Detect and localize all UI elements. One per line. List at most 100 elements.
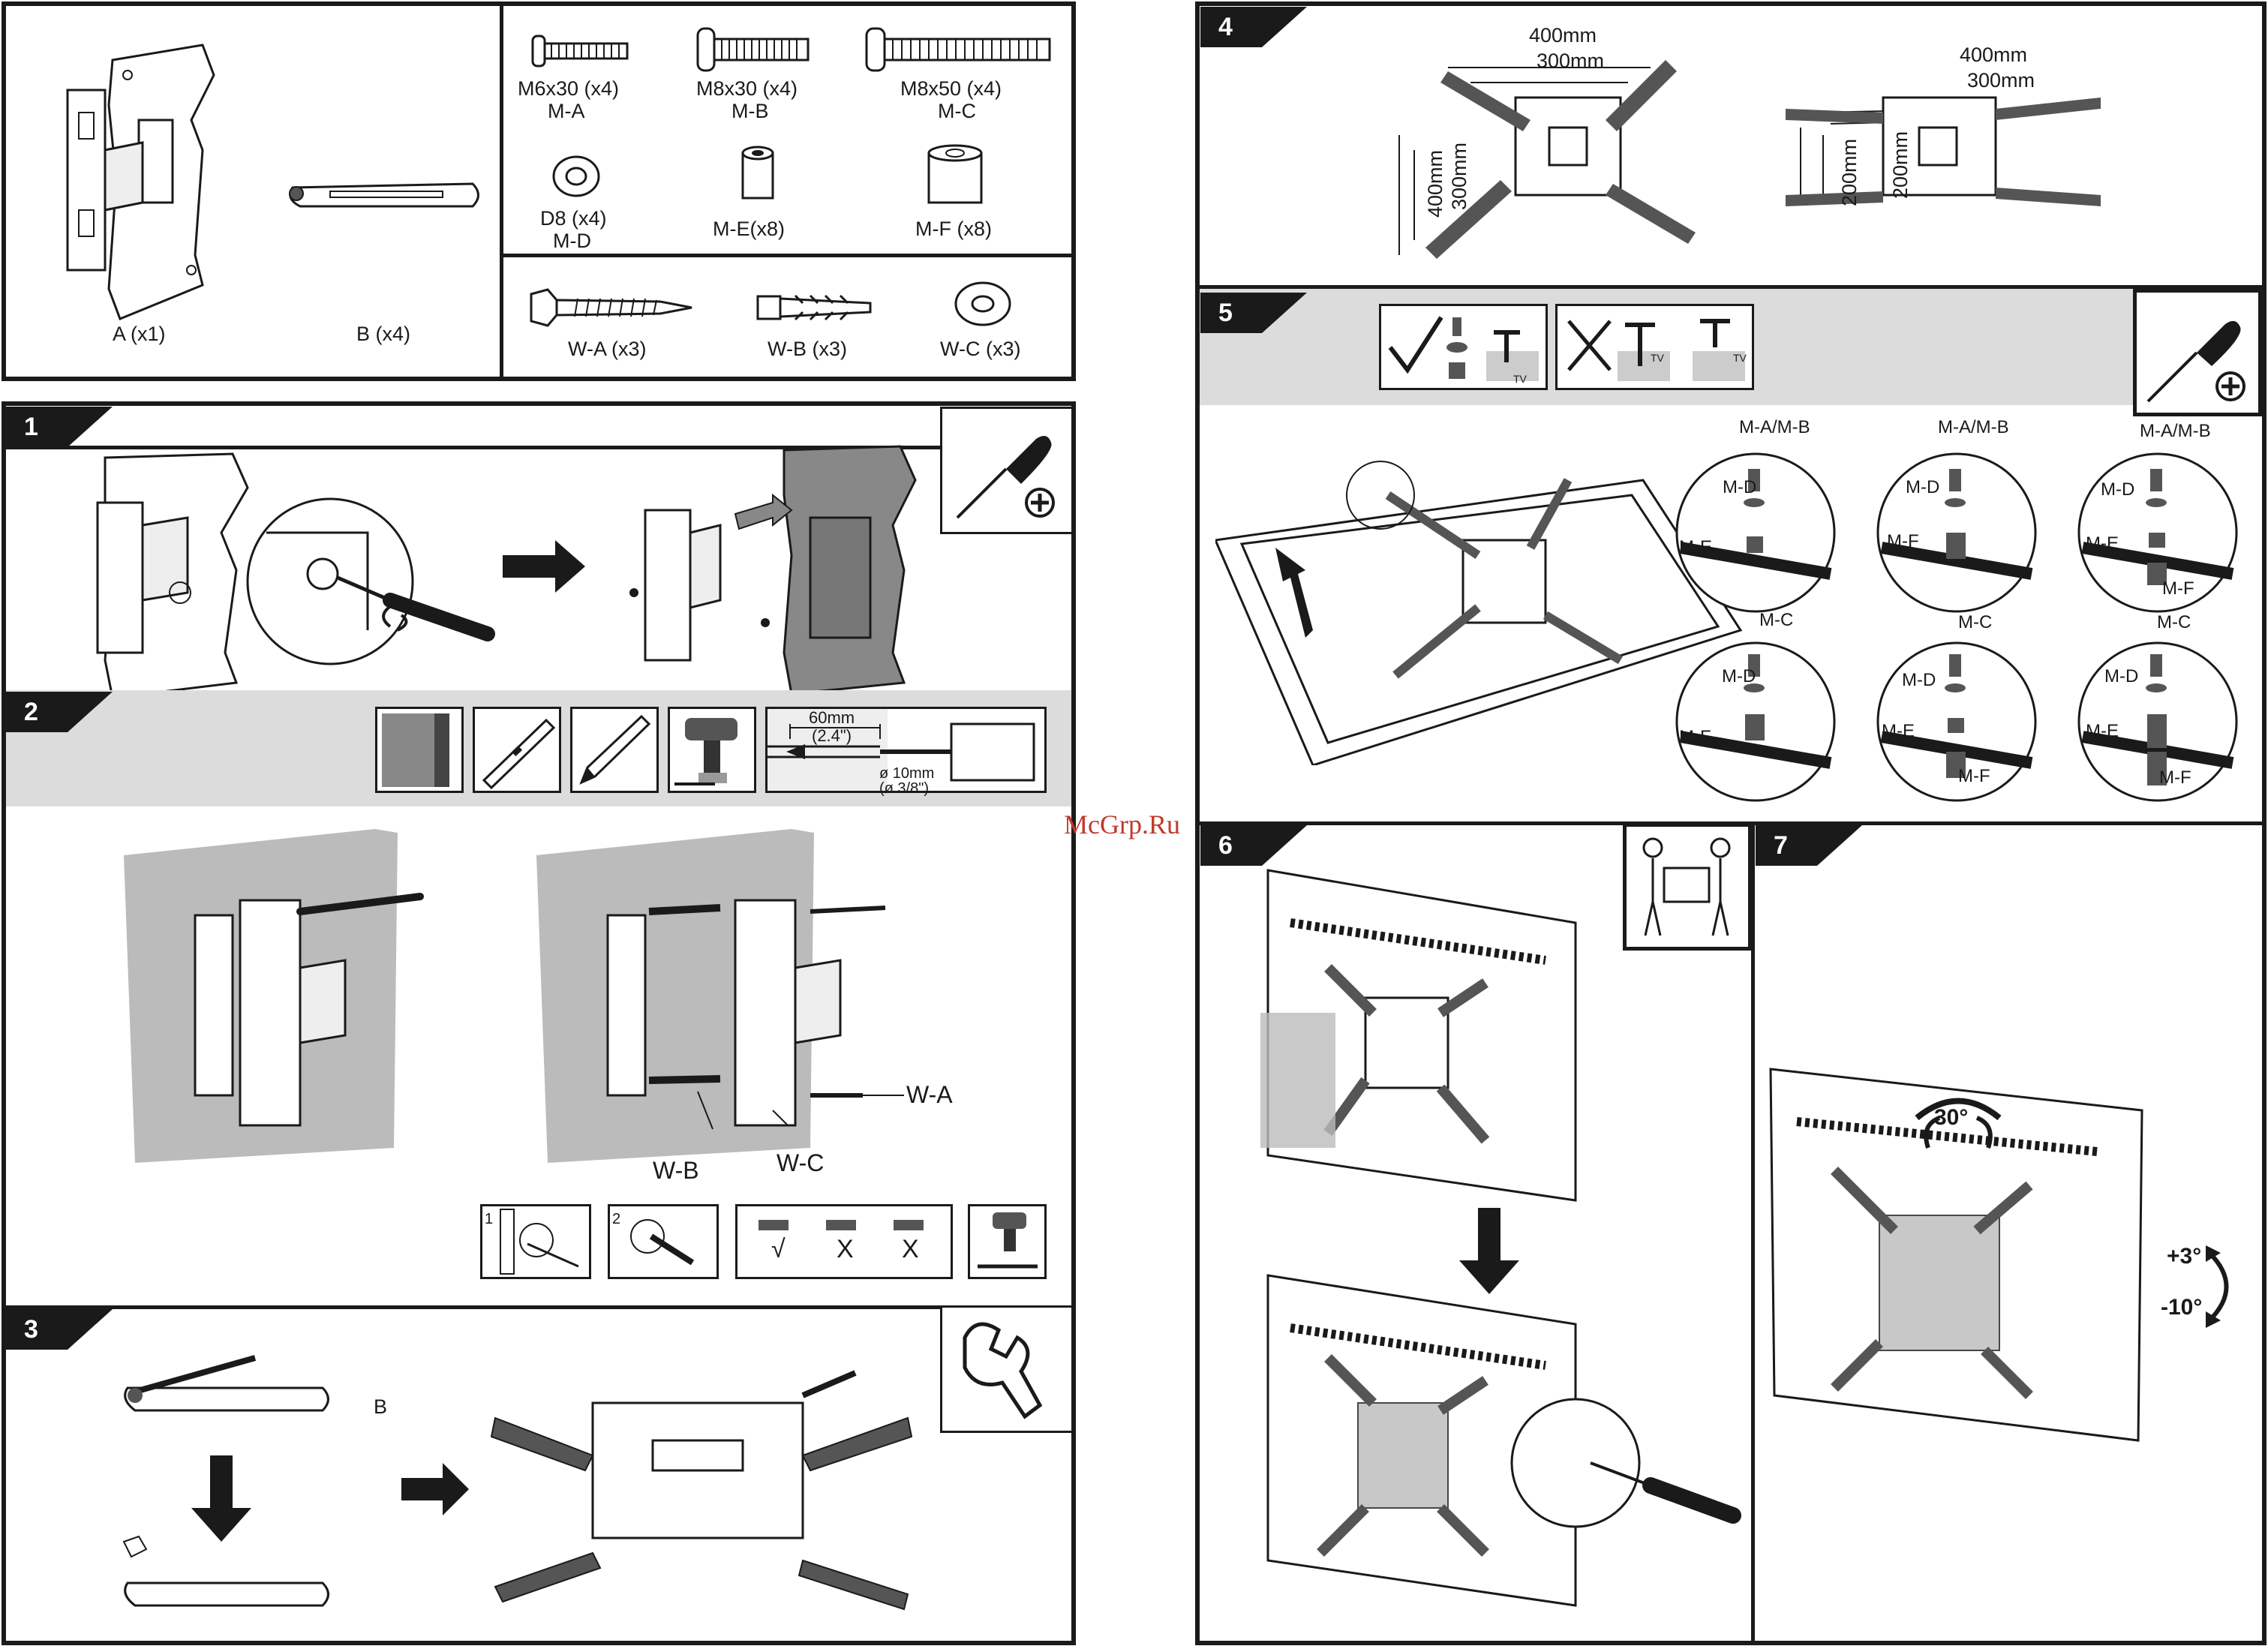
c3-top: M-A/M-B xyxy=(2140,421,2211,441)
step-2-tag: 2 xyxy=(6,692,113,732)
substep-1-box xyxy=(480,1204,591,1279)
c5-d: M-D xyxy=(1902,670,1936,690)
c4-d: M-D xyxy=(1722,666,1756,686)
c3-e: M-E xyxy=(2086,533,2119,554)
step-6-hang-tv-illustration xyxy=(1260,869,1741,1607)
c4-top: M-C xyxy=(1759,610,1794,630)
two-person-lift-icon xyxy=(1642,837,1731,936)
c6-f: M-F xyxy=(2159,767,2191,788)
part-mb-code: M-B xyxy=(731,100,769,122)
wrench-icon xyxy=(963,1322,1043,1419)
substep-2-num: 2 xyxy=(612,1211,621,1227)
c3-f: M-F xyxy=(2162,578,2194,599)
part-mf-label: M-F (x8) xyxy=(915,218,992,240)
step-4-width-300: 300mm xyxy=(1537,50,1605,72)
step-5-tv-back-illustration xyxy=(1215,461,1743,765)
step-1-tag: 1 xyxy=(6,407,113,447)
step-2-wall-mount-illustration xyxy=(124,829,904,1163)
step-3-tag: 3 xyxy=(6,1309,113,1350)
detail-circle-3 xyxy=(2077,452,2238,613)
c5-f: M-F xyxy=(1958,766,1990,786)
level-check-box xyxy=(735,1204,953,1279)
drill-depth-mm: 60mm xyxy=(809,708,855,727)
drill-depth-in: (2.4") xyxy=(812,726,852,745)
part-b-label: B (x4) xyxy=(356,323,411,345)
screw-mb-icon xyxy=(696,27,810,72)
parts-divider-h xyxy=(500,254,1076,257)
wrong-stack-box xyxy=(1555,304,1754,390)
drilling-depth-diagram xyxy=(765,707,1047,793)
drill-icon xyxy=(668,707,756,793)
screw-ma-icon xyxy=(531,35,629,68)
wrench-tool-box xyxy=(940,1305,1074,1433)
part-wb-label: W-B (x3) xyxy=(768,338,847,360)
part-ma-code: M-A xyxy=(548,100,585,122)
wall-icon xyxy=(375,707,464,793)
anchor-wb-icon xyxy=(756,294,872,321)
part-mb-size: M8x30 (x4) xyxy=(696,77,798,100)
spacer-me-icon xyxy=(741,146,774,200)
detail-circle-6 xyxy=(2077,641,2238,802)
c1-top: M-A/M-B xyxy=(1739,417,1810,437)
step-3-arm-assembly-illustration xyxy=(122,1355,913,1611)
c1-e: M-E xyxy=(1679,537,1712,557)
level-icon xyxy=(473,707,561,793)
tilt-arrow-icon xyxy=(2206,1245,2229,1328)
step-6-7-divider xyxy=(1751,821,1755,1643)
correct-stack-box xyxy=(1379,304,1548,390)
detail-circle-4 xyxy=(1675,641,1836,802)
wrong-stack-tv-1: TV xyxy=(1651,352,1664,364)
screwdriver-icon xyxy=(956,436,1055,519)
drill-dia-mm: ø 10mm xyxy=(879,765,935,782)
correct-stack-tv: TV xyxy=(1513,373,1527,385)
tilt-up-angle: +3° xyxy=(2167,1244,2202,1269)
level-ok-mark: √ xyxy=(771,1235,786,1263)
step-2-wa-label: W-A xyxy=(906,1081,953,1108)
level-wrong-mark-1: X xyxy=(837,1235,854,1263)
washer-md-icon xyxy=(552,155,600,197)
watermark-text: McGrp.Ru xyxy=(1064,809,1180,840)
c4-f: M-F xyxy=(1679,727,1711,747)
screwdriver-icon xyxy=(2146,320,2245,403)
step-4-width-400b: 400mm xyxy=(1960,44,2028,66)
c6-e: M-E xyxy=(2086,721,2119,741)
screwdriver-tool-box-5 xyxy=(2133,289,2262,416)
step-4-height-400: 400mm xyxy=(1424,149,1447,218)
part-me-label: M-E(x8) xyxy=(713,218,785,240)
detail-circle-1 xyxy=(1675,452,1836,613)
part-a-label: A (x1) xyxy=(113,323,166,345)
swivel-angle: 30° xyxy=(1934,1105,1969,1130)
step-4-width-400: 400mm xyxy=(1529,24,1597,47)
step-4-height-200b: 200mm xyxy=(1889,131,1912,200)
part-ma-size: M6x30 (x4) xyxy=(518,77,620,100)
two-person-lift-box xyxy=(1623,823,1752,951)
step-4-height-300: 300mm xyxy=(1448,142,1471,211)
step-4-tag: 4 xyxy=(1200,7,1307,47)
c5-top: M-C xyxy=(1958,612,1993,632)
c2-top: M-A/M-B xyxy=(1938,417,2009,437)
part-wa-label: W-A (x3) xyxy=(568,338,647,360)
step-5-top-rule xyxy=(1200,285,2262,289)
step-4-width-300b: 300mm xyxy=(1967,69,2035,92)
step-1-top-rule xyxy=(6,446,944,449)
bracket-a-illustration xyxy=(66,44,215,320)
drill-dia-in: (ø 3/8") xyxy=(879,780,929,797)
level-wrong-mark-2: X xyxy=(902,1235,919,1263)
spacer-mf-icon xyxy=(927,144,983,204)
step-4-arm-spacing-illustration xyxy=(1398,60,2101,259)
detail-circle-5 xyxy=(1876,641,2037,802)
c6-top: M-C xyxy=(2157,612,2191,632)
tilt-down-angle: -10° xyxy=(2161,1295,2203,1320)
substep-1-num: 1 xyxy=(485,1211,494,1227)
parts-divider-v xyxy=(500,2,503,381)
c1-d: M-D xyxy=(1723,477,1757,497)
step-3-arm-label: B xyxy=(374,1395,388,1418)
part-mc-code: M-C xyxy=(938,100,976,122)
c3-d: M-D xyxy=(2101,479,2135,500)
substep-2-box xyxy=(608,1204,719,1279)
c2-d: M-D xyxy=(1906,477,1940,497)
screwdriver-tool-box xyxy=(940,407,1074,534)
part-md-code: M-D xyxy=(553,230,591,252)
step-7-tilt-swivel-illustration xyxy=(1769,1068,2143,1442)
step-7-tag: 7 xyxy=(1756,825,1862,866)
